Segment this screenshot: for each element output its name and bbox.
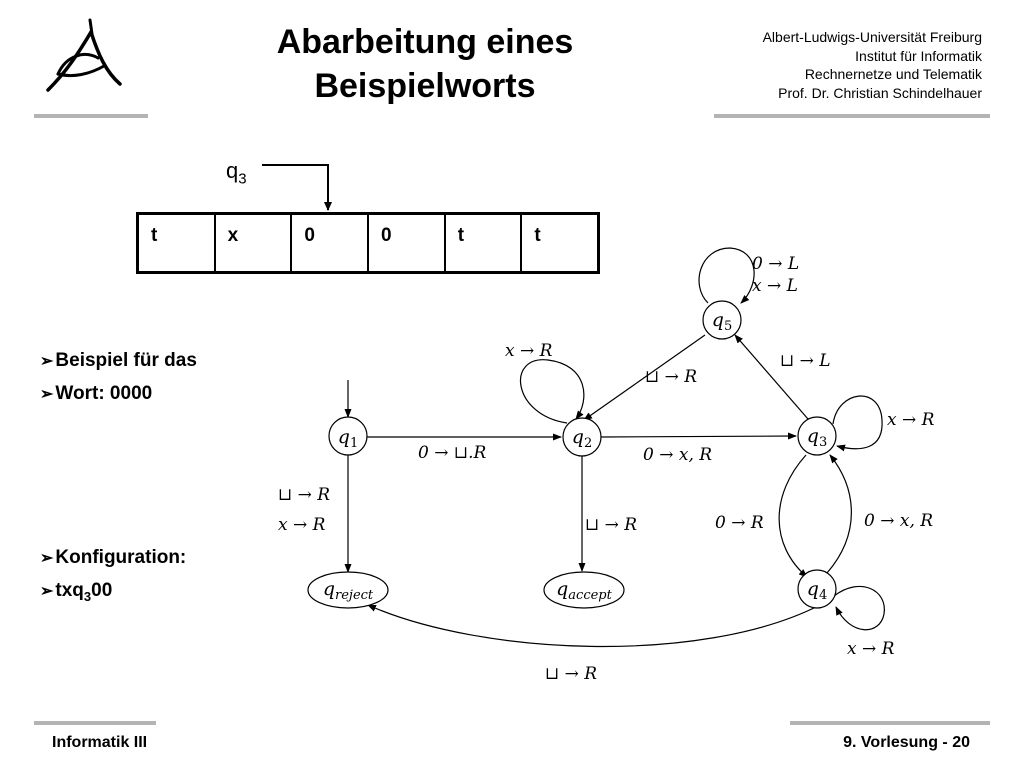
label-q2-accept: ⊔ → R [585,515,637,535]
label-q1-reject-1: ⊔ → R [278,485,330,505]
label-q2-loop: x → R [505,341,553,361]
tape-cell: x [216,215,293,271]
state-q2 [562,417,602,457]
state-q4-label: q4 [807,578,827,603]
label-q2-q3: 0 → x, R [643,445,712,465]
turing-tape: t x 0 0 t t [136,212,600,274]
tape-head-label: q3 [226,158,247,188]
bullet-word: ➢Wort: 0000 [40,383,153,404]
label-q1-q2: 0 → ⊔.R [418,443,487,463]
institution-line: Prof. Dr. Christian Schindelhauer [778,84,982,101]
institution-block: Albert-Ludwigs-Universität Freiburg Inst… [763,28,982,102]
edge-q2-q3 [600,432,797,440]
label-q1-reject-2: x → R [278,515,326,535]
label-q3-loop: x → R [887,410,935,430]
state-accept [543,571,625,609]
slide-title: Abarbeitung eines Beispielworts [190,20,660,108]
header-rule-right [714,114,990,118]
label-q3-q5: ⊔ → L [780,351,831,371]
label-q4-loop: x → R [847,639,895,659]
footer-course: Informatik III [52,734,148,751]
bullet-arrow-icon: ➢ [40,583,54,600]
state-q5 [702,300,742,340]
loop-q2 [520,359,585,424]
bullet-config-value: ➢txq300 [40,580,113,604]
bullet-arrow-icon: ➢ [40,386,54,403]
bullet-arrow-icon: ➢ [40,550,54,567]
bullet-configuration: ➢Konfiguration: [40,547,187,568]
label-q5-loop-2: x → L [752,276,798,296]
state-accept-label: qaccept [556,578,612,603]
label-q3-q4: 0 → R [715,513,764,533]
institution-line: Rechnernetze und Telematik [804,66,982,82]
loop-q5 [698,247,755,304]
footer-rule-right [790,721,990,725]
title-line-2: Beispielworts [314,67,536,105]
state-q2-label: q2 [572,426,592,451]
loop-q3 [832,395,883,452]
state-reject-label: qreject [323,578,374,603]
edge-q3-q4 [778,454,808,578]
state-q4 [797,569,837,609]
tape-cell: t [446,215,523,271]
footer-rule-left [34,721,156,725]
tape-cell: 0 [292,215,370,271]
institution-line: Albert-Ludwigs-Universität Freiburg [762,29,982,45]
loop-q4 [833,585,885,631]
edge-q3-q5 [734,334,809,420]
footer-page-number: 9. Vorlesung - 20 [843,734,970,751]
tape-cell: t [534,225,541,246]
state-q5-label: q5 [712,309,732,334]
header-rule-left [34,114,148,118]
title-line-1: Abarbeitung eines [276,23,574,61]
edge-q4-q3 [826,454,852,574]
institution-line: Institut für Informatik [855,47,982,64]
label-q4-reject: ⊔ → R [545,664,597,684]
bullet-example: ➢Beispiel für das [40,350,197,371]
label-q5-q2: ⊔ → R [645,367,697,387]
university-logo [46,18,122,92]
edge-q5-q2 [583,334,706,421]
edge-q4-reject [367,604,819,648]
tape-cell: t [139,215,216,271]
tape-cell: 0 [369,215,446,271]
label-q4-q3: 0 → x, R [864,511,933,531]
label-q5-loop-1: 0 → L [752,254,799,274]
state-q3 [797,416,837,456]
state-q3-label: q3 [807,425,827,450]
bullet-arrow-icon: ➢ [40,353,54,370]
state-q1 [328,416,368,456]
state-reject [307,571,389,609]
state-q1-label: q1 [338,426,358,451]
